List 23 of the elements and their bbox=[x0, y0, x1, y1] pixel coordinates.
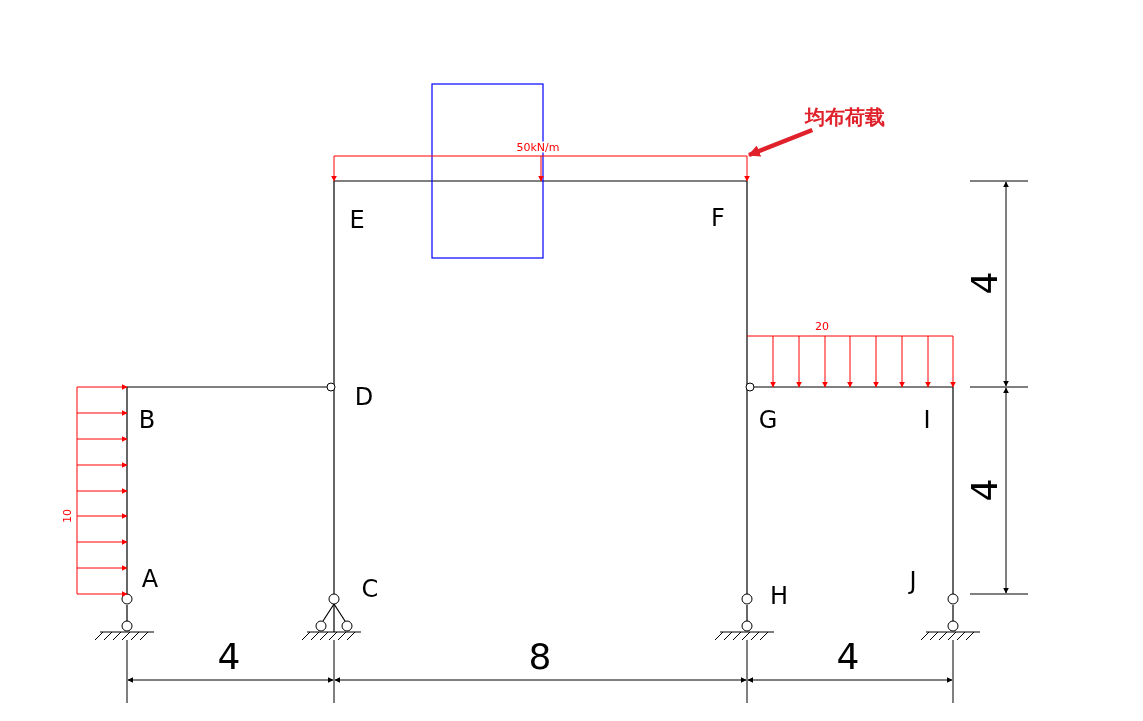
dimension-value: 4 bbox=[217, 639, 241, 675]
dimension-value: 4 bbox=[967, 271, 1003, 295]
joint-label: A bbox=[141, 567, 159, 591]
load-value: 50kN/m bbox=[515, 141, 561, 153]
joint-label: F bbox=[711, 206, 725, 230]
joint-label: C bbox=[361, 577, 379, 601]
joint-label: B bbox=[138, 408, 156, 432]
joint-label: J bbox=[909, 569, 917, 593]
leader-arrow bbox=[747, 127, 814, 158]
distributed-load bbox=[76, 384, 128, 597]
joint-label: I bbox=[923, 408, 931, 432]
joint-label: E bbox=[349, 208, 365, 232]
distributed-load bbox=[746, 335, 956, 388]
joint-label: D bbox=[354, 385, 374, 409]
load-value: 20 bbox=[815, 320, 829, 332]
dimension-value: 8 bbox=[528, 639, 552, 675]
dimension-value: 4 bbox=[967, 478, 1003, 502]
distributed-load bbox=[331, 155, 750, 182]
joint-label: H bbox=[770, 584, 788, 608]
joint-label: G bbox=[758, 408, 778, 432]
load-value: 10 bbox=[61, 509, 73, 523]
callout-text: 均布荷载 bbox=[805, 107, 885, 127]
dimension-value: 4 bbox=[836, 639, 860, 675]
